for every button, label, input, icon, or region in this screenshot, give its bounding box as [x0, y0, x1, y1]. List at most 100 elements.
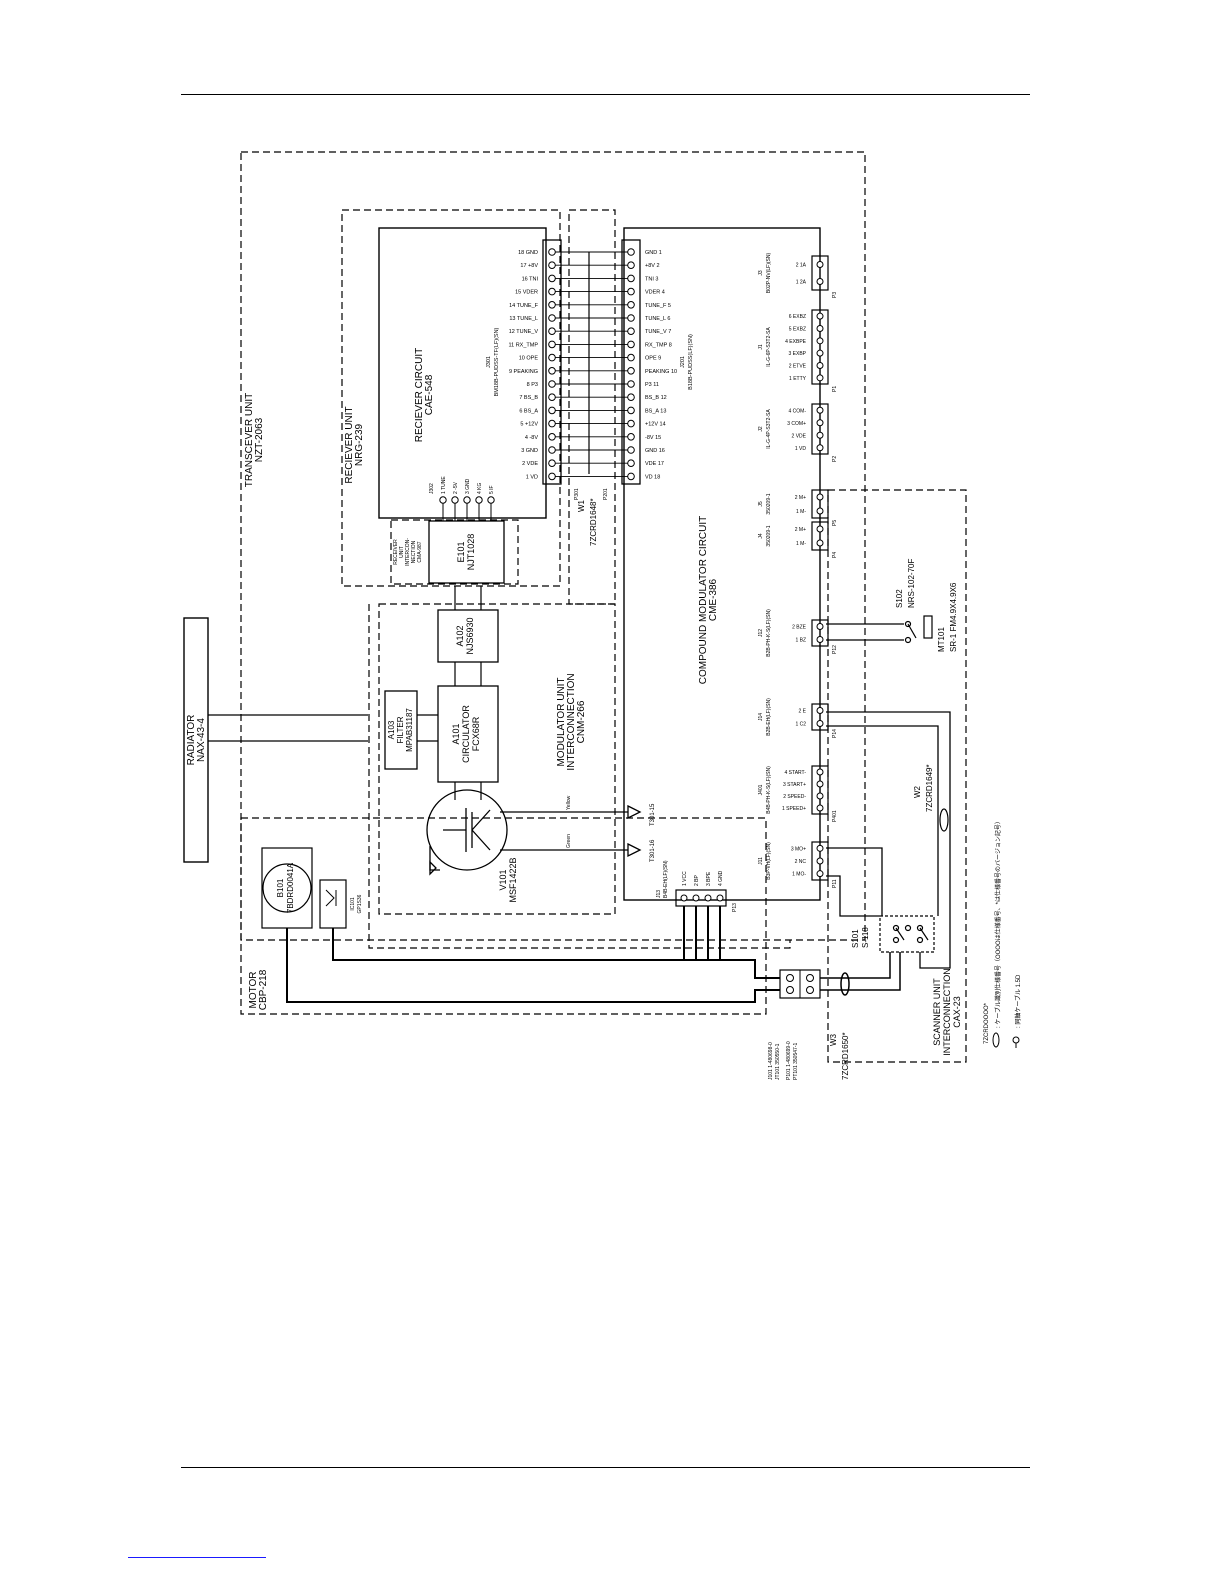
j301-pin	[548, 459, 556, 468]
p101-line-1: P101 1-480699-0	[786, 1041, 792, 1080]
j301-pin-label: 11 RX_TMP	[508, 342, 538, 348]
transceiver-unit-boundary	[240, 151, 866, 941]
j5-pin-label: 2 M+	[795, 495, 806, 501]
j12-ref: J12	[758, 629, 764, 637]
receiver-circuit-model: CAE-548	[424, 374, 435, 415]
j401-body	[811, 765, 829, 815]
w3-wiring	[820, 952, 901, 996]
j201-body	[621, 239, 641, 485]
a103-part: MPAB31187	[405, 708, 414, 752]
j4-body	[811, 521, 829, 551]
j401-pin	[816, 792, 824, 800]
j201-pin	[627, 380, 635, 388]
j1-pin-label: 6 EXBZ	[789, 314, 806, 320]
s102-ref: S102	[895, 589, 904, 608]
j12-body	[811, 619, 829, 647]
j201-pin	[627, 301, 635, 309]
j301-ref: J301	[486, 356, 492, 368]
j2-pin-label: 2 VDE	[792, 433, 807, 439]
yellow-wire-label: Yellow	[566, 795, 572, 810]
j201-pin-label: TUNE_F 5	[645, 303, 671, 309]
j5-pin	[816, 507, 824, 515]
j302-label-4: 4 KG	[477, 482, 483, 494]
transceiver-unit-title: TRANSCEVER UNIT	[244, 393, 255, 487]
j2-part: IL-G-4P-S3T2-SA	[766, 409, 772, 449]
j301-pin	[548, 274, 556, 283]
j1-pin	[816, 337, 824, 345]
modulator-extension-boundary	[368, 604, 791, 949]
j14-ref: J14	[758, 713, 764, 721]
j14-body	[811, 703, 829, 731]
j3-pin	[816, 278, 824, 285]
j101-p101-connector: J101 1-480698-0 JT101 350550-1 P101 1-48…	[768, 969, 821, 1080]
j302-pins	[439, 496, 495, 504]
modulator-line-1: MODULATOR UNIT	[556, 677, 567, 766]
j2-pin	[816, 431, 824, 439]
j14-pin-label: 2 E	[798, 709, 806, 715]
a103-ref: A103	[387, 720, 396, 739]
ic101-part: GP1S36	[357, 894, 363, 913]
t301-16-label: T301-16	[650, 839, 656, 862]
j5-pin-label: 1 M-	[796, 509, 806, 515]
motor-unit-boundary	[240, 817, 767, 1015]
j401-pin-label: 1 SPEED+	[782, 806, 806, 812]
j1-ref: J1	[758, 344, 764, 350]
j3-pin-label: 2 1A	[796, 263, 807, 269]
j5-ref: J5	[758, 501, 764, 507]
j11-part: B3P-VH(LF)(SN)	[766, 842, 772, 880]
j301-part: BM18B-PUDSS-TF(LF)(SN)	[494, 327, 500, 396]
j302-label-3: 3 GND	[465, 478, 471, 494]
j201-pin	[627, 287, 635, 296]
j2-pin-label: 1 VD	[795, 446, 807, 452]
rx-ic-line-5: CMA-987	[417, 541, 423, 562]
j301-pin	[548, 314, 556, 322]
j201-pin	[627, 406, 635, 415]
j1-body	[811, 309, 829, 385]
j302-label-1: 1 TUNE	[441, 476, 447, 494]
j12-plug-label: P12	[832, 645, 838, 654]
j301-pin-label: 14 TUNE_F	[509, 303, 539, 309]
modulator-line-3: CNM-266	[576, 700, 587, 743]
j301-pin	[548, 287, 556, 296]
radiator-label: RADIATOR	[186, 715, 197, 766]
footer-rule	[181, 1467, 1030, 1468]
j11-pin	[816, 857, 824, 865]
j101-line-1: J101 1-480698-0	[768, 1042, 774, 1080]
j201-ref: J201	[680, 356, 686, 368]
j301-pin	[548, 301, 556, 309]
green-wire-label: Green	[566, 834, 572, 848]
j201-pin	[627, 340, 635, 349]
a101-block: A101 CIRCULATOR FCX68R	[437, 685, 499, 783]
footer-link-underline	[128, 1557, 266, 1558]
j201-pin	[627, 367, 635, 375]
j401-pin-label: 4 START-	[785, 770, 807, 776]
s102-part: NRS-102-70F	[907, 559, 916, 608]
j13-pin-1: 1 VCC	[682, 871, 688, 886]
mt101-part: SR-1 FM4.9X4.9X6	[949, 582, 958, 652]
j302-pin-1	[439, 496, 447, 504]
p301-label: P301	[574, 488, 580, 500]
j301-pin	[548, 261, 556, 270]
a103-box	[384, 690, 418, 770]
j101-line-2: JT101 350550-1	[775, 1043, 781, 1080]
e101-block: E101 NJT1028 J302 1 TUNE 2 -5V 3 GND 4 K…	[428, 476, 505, 584]
v101-part: MSF1422B	[508, 857, 518, 902]
j301-pin-label: 7 BS_B	[519, 395, 538, 401]
modulator-interconnection-boundary	[378, 603, 616, 915]
j1-pin	[816, 362, 824, 369]
j14-pin	[816, 720, 824, 727]
j1-part: IL-G-6P-S3T2-SA	[766, 327, 772, 367]
j401-pin	[816, 804, 824, 812]
j1-pin	[816, 374, 824, 382]
j201-pin	[627, 274, 635, 283]
w2-part: 7ZCRD1649*	[925, 764, 934, 812]
a101-box	[437, 685, 499, 783]
transceiver-unit-model: NZT-2063	[254, 417, 265, 462]
j201-pin	[627, 459, 635, 468]
j14-pin-label: 1 C2	[795, 722, 806, 728]
j301-pin	[548, 353, 556, 362]
j301-pin-label: 15 VDER	[515, 290, 538, 296]
